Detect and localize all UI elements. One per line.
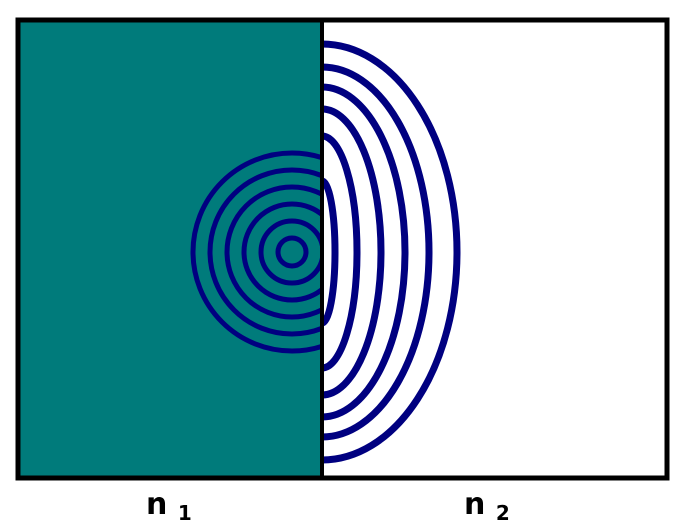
medium-2-label: n 2 xyxy=(464,487,510,524)
medium-2-label-base: n xyxy=(464,487,485,522)
wavefront-ring-medium-2 xyxy=(322,105,385,399)
wavefront-ring-medium-2 xyxy=(322,83,409,421)
medium-1-region xyxy=(18,20,322,478)
wavefront-ring-medium-1 xyxy=(190,150,322,354)
medium-1-label-base: n xyxy=(146,487,167,522)
wavefront-ring-medium-1 xyxy=(241,201,322,303)
diagram-border xyxy=(15,17,670,481)
wavefront-ring-medium-1 xyxy=(258,218,322,286)
wavefront-ring-medium-2 xyxy=(322,63,433,441)
wavefront-ring-medium-2 xyxy=(322,40,461,464)
medium-1-label-subscript: 1 xyxy=(178,501,192,524)
wavefront-ring-medium-2 xyxy=(322,177,339,327)
wavefront-ring-medium-1 xyxy=(224,184,322,320)
wavefronts-medium-2 xyxy=(322,40,461,464)
wavefront-ring-medium-2 xyxy=(322,132,361,372)
medium-2-label-subscript: 2 xyxy=(496,501,510,524)
wavefront-ring-medium-1 xyxy=(275,235,309,269)
medium-1-label: n 1 xyxy=(146,487,192,524)
wavefronts-medium-1 xyxy=(190,150,322,354)
wavefront-ring-medium-1 xyxy=(207,167,322,337)
